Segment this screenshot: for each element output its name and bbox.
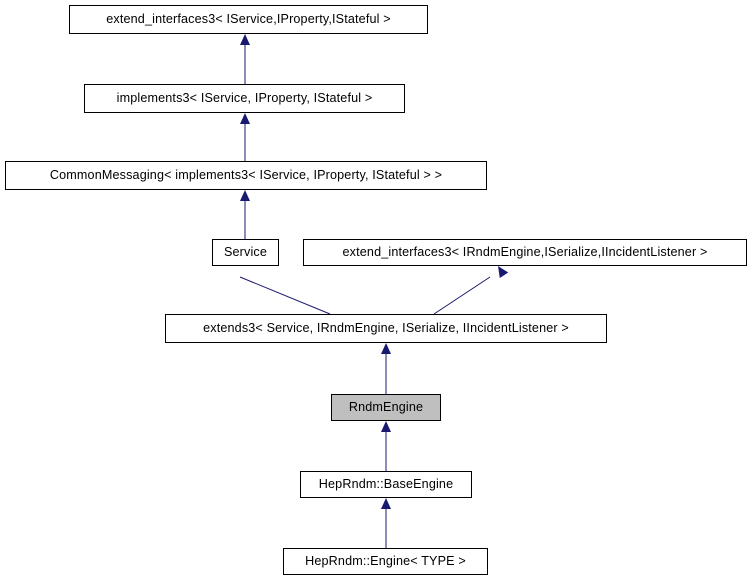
class-node-service[interactable]: Service bbox=[212, 239, 279, 266]
class-node-common_messaging[interactable]: CommonMessaging< implements3< IService, … bbox=[5, 161, 487, 190]
class-node-label: RndmEngine bbox=[348, 400, 424, 415]
inheritance-arrowhead-icon bbox=[381, 498, 391, 509]
inheritance-edge bbox=[381, 343, 391, 394]
class-node-extend_interfaces3_rndm[interactable]: extend_interfaces3< IRndmEngine,ISeriali… bbox=[303, 239, 747, 266]
inheritance-arrowhead-icon bbox=[240, 34, 250, 45]
inheritance-edge bbox=[240, 34, 250, 84]
class-node-hep_rndm_engine_type[interactable]: HepRndm::Engine< TYPE > bbox=[283, 548, 488, 575]
class-node-label: Service bbox=[223, 245, 268, 260]
class-node-rndm_engine[interactable]: RndmEngine bbox=[331, 394, 441, 421]
inheritance-edge bbox=[240, 113, 250, 161]
class-node-hep_rndm_base_engine[interactable]: HepRndm::BaseEngine bbox=[300, 471, 472, 498]
class-node-label: extend_interfaces3< IService,IProperty,I… bbox=[106, 12, 391, 27]
class-node-label: HepRndm::BaseEngine bbox=[318, 477, 454, 492]
edge-line bbox=[433, 276, 491, 315]
inheritance-arrowhead-icon bbox=[240, 190, 250, 201]
class-node-label: implements3< IService, IProperty, IState… bbox=[116, 91, 373, 106]
class-node-label: extends3< Service, IRndmEngine, ISeriali… bbox=[203, 321, 569, 336]
inheritance-edge bbox=[433, 266, 509, 315]
inheritance-arrowhead-icon bbox=[381, 421, 391, 432]
class-node-label: extend_interfaces3< IRndmEngine,ISeriali… bbox=[342, 245, 708, 260]
inheritance-edge bbox=[240, 190, 250, 239]
class-node-extends3_service_rndm[interactable]: extends3< Service, IRndmEngine, ISeriali… bbox=[165, 314, 607, 343]
inheritance-edge bbox=[381, 498, 391, 548]
class-node-extend_interfaces3_service[interactable]: extend_interfaces3< IService,IProperty,I… bbox=[69, 5, 428, 34]
class-node-label: HepRndm::Engine< TYPE > bbox=[305, 554, 466, 569]
class-node-label: CommonMessaging< implements3< IService, … bbox=[49, 168, 443, 183]
edge-line bbox=[239, 276, 331, 315]
inheritance-edge bbox=[381, 421, 391, 471]
inheritance-arrowhead-icon bbox=[240, 113, 250, 124]
class-node-implements3_service[interactable]: implements3< IService, IProperty, IState… bbox=[84, 84, 405, 113]
inheritance-arrowhead-icon bbox=[381, 343, 391, 354]
